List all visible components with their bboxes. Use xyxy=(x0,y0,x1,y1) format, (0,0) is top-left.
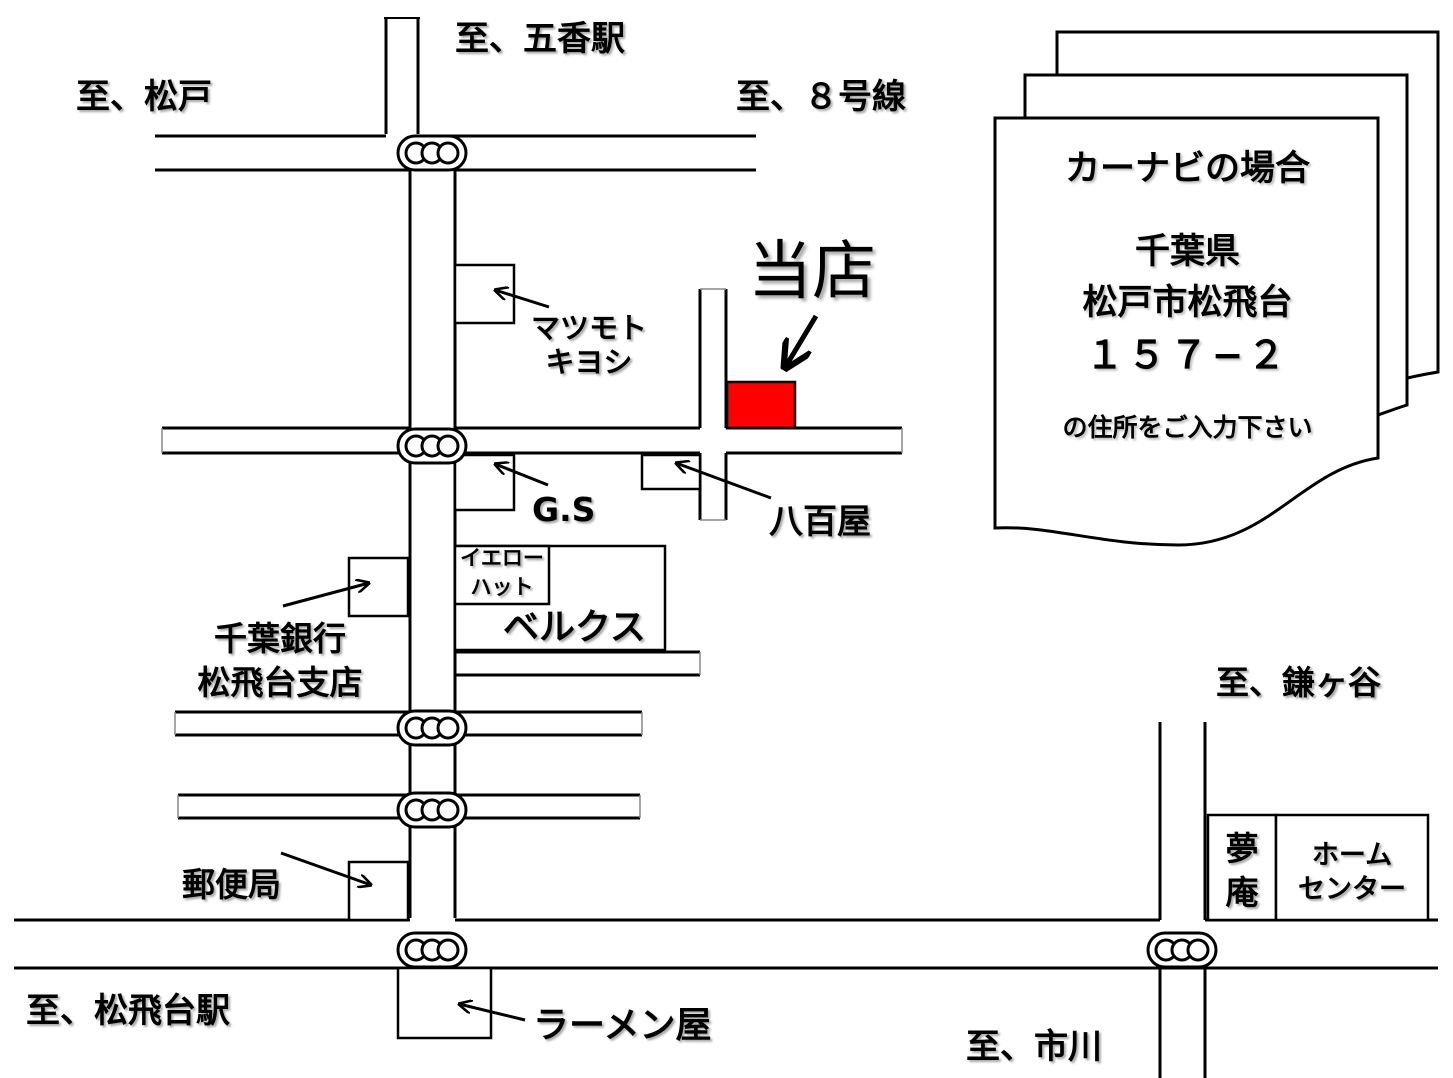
direction-matsudo: 至、松戸 xyxy=(76,77,212,117)
direction-matsuhidai-station: 至、松飛台駅 xyxy=(26,991,230,1031)
home-center-label-line1: ホーム xyxy=(1311,840,1393,871)
yellow-hat-label-line1: イエロー xyxy=(460,546,544,570)
gas-station-building xyxy=(453,453,516,512)
note-instruction: の住所をご入力下さい xyxy=(1062,413,1313,442)
post-office-building xyxy=(347,860,410,922)
store-arrow-icon xyxy=(786,314,819,366)
buildings xyxy=(347,263,1430,1040)
car-navi-note-pages xyxy=(993,30,1440,547)
store-marker xyxy=(725,380,797,430)
ramen-label: ラーメン屋 xyxy=(533,1005,712,1046)
direction-route8: 至、８号線 xyxy=(736,77,906,117)
traffic-signal-icon xyxy=(396,791,468,829)
note-city-area: 松戸市松飛台 xyxy=(1082,283,1293,323)
direction-ichikawa: 至、市川 xyxy=(966,1027,1102,1067)
direction-kamagaya: 至、鎌ヶ谷 xyxy=(1216,663,1381,702)
yellow-hat-building xyxy=(453,544,551,606)
note-prefecture: 千葉県 xyxy=(1134,232,1240,272)
chiba-bank-label-line2: 松飛台支店 xyxy=(197,663,363,702)
traffic-signal-icon xyxy=(1146,931,1218,969)
yellow-hat-label-line2: ハット xyxy=(470,575,534,599)
ramen-building xyxy=(396,966,493,1040)
arrow-icon xyxy=(282,583,369,608)
post-office-label: 郵便局 xyxy=(182,865,281,904)
traffic-signal-icon xyxy=(396,931,468,969)
traffic-signals xyxy=(396,134,1218,969)
arrow-icon xyxy=(280,851,371,885)
greengrocer-label: 八百屋 xyxy=(769,502,871,542)
note-title: カーナビの場合 xyxy=(1064,149,1310,189)
note-lot-number: １５７−２ xyxy=(1085,333,1290,377)
arrow-icon xyxy=(495,464,549,487)
home-center-label-line2: センター xyxy=(1298,874,1406,905)
bellx-label: ベルクス xyxy=(503,607,646,648)
pointer-arrows xyxy=(280,290,819,1022)
store-label: 当店 xyxy=(748,235,876,309)
chiba-bank-label-line1: 千葉銀行 xyxy=(214,619,346,658)
traffic-signal-icon xyxy=(396,134,468,172)
gas-station-label: G.S xyxy=(532,490,596,529)
traffic-signal-icon xyxy=(396,709,468,747)
greengrocer-building xyxy=(640,453,702,491)
arrow-icon xyxy=(495,290,550,309)
note-front-page xyxy=(993,116,1380,547)
yumean-label-line1: 夢 xyxy=(1225,829,1259,868)
road-network xyxy=(14,17,1438,1078)
yumean-label-line2: 庵 xyxy=(1225,873,1259,912)
yumean-building xyxy=(1206,813,1278,922)
traffic-signal-icon xyxy=(396,427,468,465)
matsumoto-kiyoshi-label-line2: キヨシ xyxy=(545,345,633,379)
arrow-icon xyxy=(676,463,772,500)
home-center-building xyxy=(1274,813,1430,922)
matsumoto-kiyoshi-label-line1: マツモト xyxy=(530,311,647,345)
direction-goko-station: 至、五香駅 xyxy=(455,19,625,59)
arrow-icon xyxy=(459,1004,526,1022)
